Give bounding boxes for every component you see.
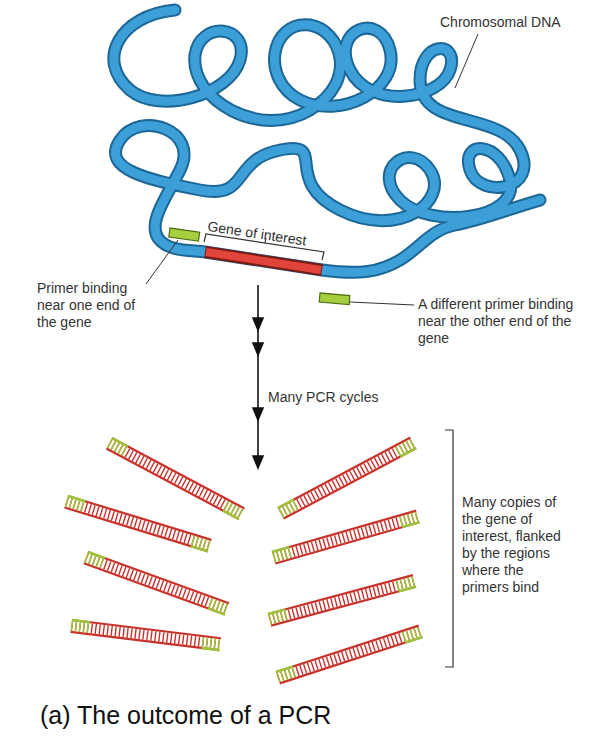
gene-segment	[205, 252, 322, 270]
primer-label: Primer binding near one end of the gene	[37, 280, 155, 331]
dna-label: Chromosomal DNA	[440, 14, 580, 31]
dna-copies	[64, 438, 422, 684]
step-label: Many PCR cycles	[268, 389, 428, 406]
figure-caption: (a) The outcome of a PCR	[40, 700, 331, 730]
leader-line	[455, 34, 478, 88]
gene-segment-fill	[206, 252, 321, 270]
process-arrows	[253, 285, 263, 468]
dna-strand	[114, 10, 540, 272]
gene-label: Gene of interest	[206, 218, 337, 254]
copies-label: Many copies of the gene of interest, fla…	[462, 494, 574, 596]
copies-bracket	[445, 430, 453, 667]
leader-line	[350, 302, 414, 305]
primer-label: A different primer binding near the othe…	[418, 296, 588, 347]
primer-2	[319, 293, 350, 305]
primer-1	[169, 228, 200, 241]
leader-line	[146, 240, 178, 284]
